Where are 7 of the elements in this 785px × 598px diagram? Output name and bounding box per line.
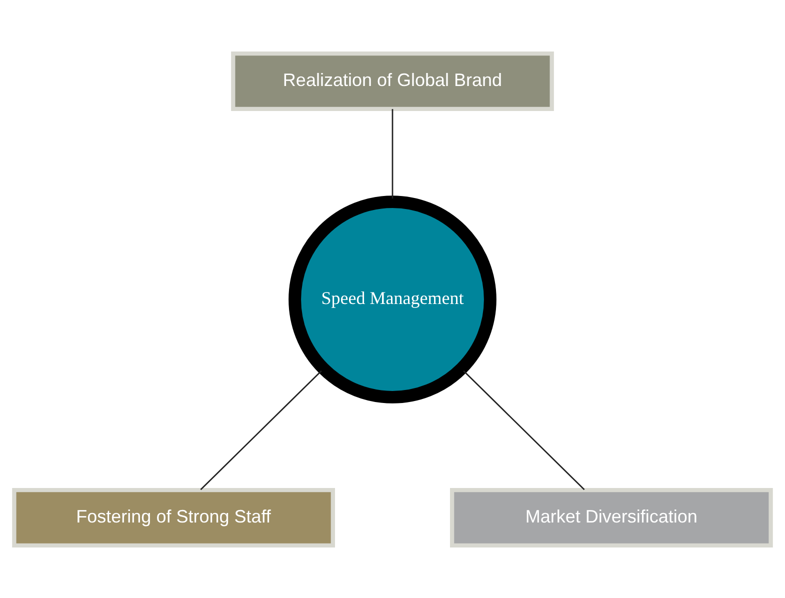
connector [200, 370, 322, 490]
node-box: Market Diversification [450, 487, 773, 548]
connector [392, 108, 394, 198]
node-circle: Speed Management [288, 195, 496, 403]
connector [463, 370, 585, 490]
node-box: Realization of Global Brand [231, 50, 554, 111]
node-box: Fostering of Strong Staff [12, 487, 335, 548]
